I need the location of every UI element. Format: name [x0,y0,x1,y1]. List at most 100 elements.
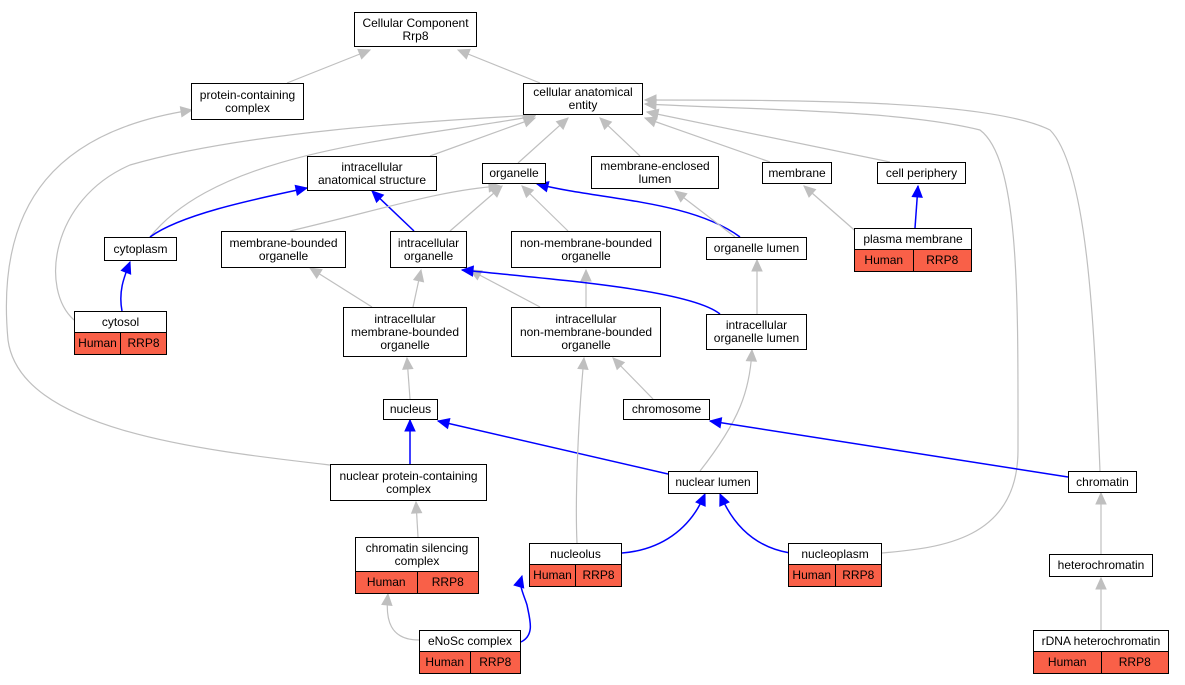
edge-is-a-membrane-to-cellular-anatomical-entity [644,117,771,163]
go-term-label: nucleolus [530,544,621,564]
edge-part-of-nuclear-lumen-to-nucleus [437,420,669,475]
arrowhead-protein-containing-complex-to-root [357,48,372,60]
go-term-label: cytoplasm [105,238,176,260]
edge-part-of-cytoplasm-to-intracellular-anatomical-structure [149,187,308,238]
arrowhead-intracellular-organelle-lumen-to-intracellular-organelle [460,265,475,277]
go-term-node-nucleus[interactable]: nucleus [383,399,438,420]
go-term-label-line: plasma membrane [863,231,963,246]
edge-is-a-nuclear-protein-containing-complex-to-protein-containing-complex [5,109,331,466]
annotation-gene: RRP8 [912,250,972,271]
annotation-species: Human [792,568,832,582]
go-term-node-organelle-lumen[interactable]: organelle lumen [706,237,807,260]
arrowhead-nucleolus-to-intracellular-non-membrane-bounded-organelle [577,356,589,370]
go-term-label-line: heterochromatin [1057,558,1145,572]
go-term-label: cytosol [75,312,166,332]
go-term-label-line: chromatin silencing [365,540,469,555]
arrowhead-heterochromatin-to-chromatin [1095,491,1107,505]
annotation-row: Human RRP8 [1034,651,1168,673]
go-term-node-organelle[interactable]: organelle [482,163,546,184]
arrowhead-intracellular-membrane-bounded-organelle-to-membrane-bounded-organelle [308,267,323,280]
go-term-label-line: cytoplasm [113,241,168,256]
arrowhead-plasma-membrane-to-cell-periphery [911,184,923,198]
go-term-label-line: intracellular [555,311,617,326]
go-term-node-chromosome[interactable]: chromosome [623,399,710,420]
arrowhead-intracellular-organelle-to-intracellular-anatomical-structure [371,190,385,204]
go-term-label: rDNA heterochromatin [1034,631,1168,651]
go-term-label-line: membrane-bounded [350,324,460,339]
edge-is-a-nucleolus-to-intracellular-non-membrane-bounded-organelle [575,357,585,544]
go-term-label-line: organelle lumen [713,241,800,255]
annotation-species: Human [366,575,406,589]
go-term-label-line: membrane-enclosed [600,158,710,173]
arrowhead-intracellular-organelle-to-organelle [489,185,503,198]
go-term-label-line: organelle [489,166,539,180]
go-term-node-chromatin[interactable]: chromatin [1068,471,1137,493]
go-term-label: nucleus [384,400,437,419]
arrowhead-nucleolus-to-nuclear-lumen [695,492,706,507]
go-term-node-nuclear-lumen[interactable]: nuclear lumen [668,471,758,494]
annotation-gene: RRP8 [1100,652,1169,673]
annotation-species: Human [425,655,465,669]
edge-is-a-protein-containing-complex-to-root [286,49,371,84]
go-term-label-line: eNoSc complex [427,633,513,648]
arrowhead-organelle-lumen-to-membrane-enclosed-lumen [674,190,688,203]
edge-is-a-plasma-membrane-to-membrane [803,185,861,236]
arrowhead-intracellular-organelle-lumen-to-organelle-lumen [751,258,763,272]
go-term-node-cytoplasm[interactable]: cytoplasm [104,237,177,261]
edge-is-a-intracellular-membrane-bounded-organelle-to-membrane-bounded-organelle [309,267,373,308]
edge-is-a-cell-periphery-to-cellular-anatomical-entity [646,111,891,163]
go-term-label-line: nucleoplasm [801,546,869,561]
arrowhead-nuclear-protein-containing-complex-to-protein-containing-complex [179,106,194,118]
go-term-label-line: nucleus [389,402,432,416]
go-term-label-line: chromatin [1076,474,1129,489]
go-term-node-heterochromatin[interactable]: heterochromatin [1049,554,1153,577]
go-term-label-line: intracellular [397,235,460,250]
arrowhead-rdna-heterochromatin-to-heterochromatin [1095,576,1107,590]
go-term-label: chromosome [624,400,709,419]
go-term-label-line: non-membrane-bounded [519,235,653,250]
edge-is-a-cellular-anatomical-entity-to-root [457,49,541,84]
go-term-label: heterochromatin [1050,555,1152,576]
go-term-label: organelle [483,164,545,183]
arrowhead-chromatin-silencing-complex-to-nuclear-protein-containing-complex [410,500,423,514]
go-term-label-line: entity [568,98,598,112]
edge-part-of-nucleoplasm-to-nuclear-lumen [719,493,791,554]
go-term-label-line: intracellular [341,159,403,174]
annotation-species: Human [1047,655,1087,669]
go-term-label: chromatin [1069,472,1136,492]
go-term-label: membrane [763,163,831,183]
go-term-node-membrane[interactable]: membrane [762,162,832,184]
edge-part-of-intracellular-organelle-lumen-to-intracellular-organelle [461,269,721,315]
go-term-node-cell-periphery[interactable]: cell periphery [877,162,966,184]
arrowhead-chromosome-to-intracellular-non-membrane-bounded-organelle [612,357,626,371]
arrowhead-intracellular-non-membrane-bounded-organelle-to-non-membrane-bounded-organelle [580,268,592,282]
